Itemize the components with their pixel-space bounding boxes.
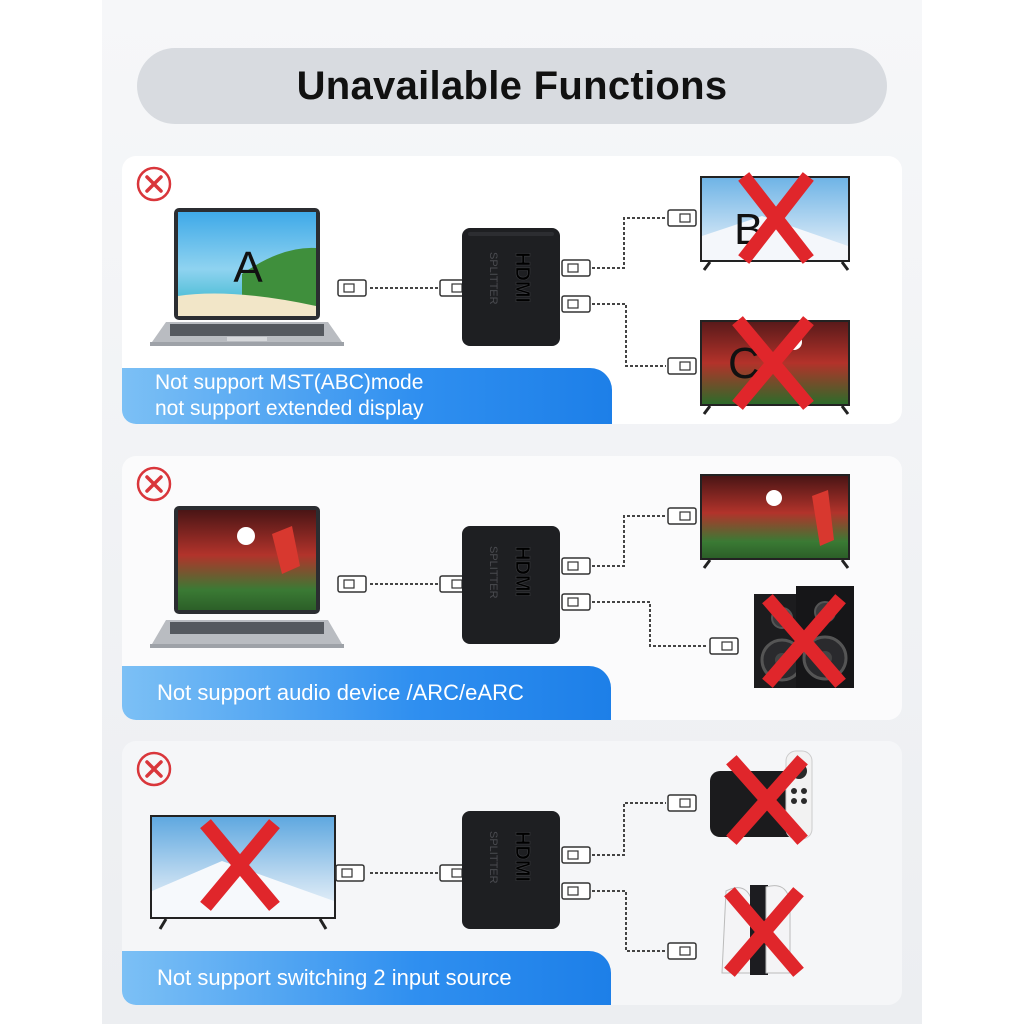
caption-line-2: not support extended display xyxy=(155,397,424,420)
splitter-logo: HDMI xyxy=(511,546,533,597)
laptop-icon xyxy=(150,506,344,648)
caption-line-1: Not support MST(ABC)mode xyxy=(155,371,424,394)
laptop-icon xyxy=(150,208,344,346)
panel-3-illustration: HDMI SPLITTER xyxy=(136,750,813,977)
splitter-logo: HDMI xyxy=(511,831,533,882)
hdmi-cable xyxy=(592,802,666,856)
source-letter-a: A xyxy=(233,243,263,292)
red-cross-icon xyxy=(762,594,846,688)
hdmi-splitter-icon xyxy=(462,526,560,644)
unavailable-x-icon xyxy=(136,166,172,202)
hdmi-cable xyxy=(592,303,666,367)
hdmi-plug-icon xyxy=(337,279,469,297)
red-cross-icon xyxy=(738,172,814,264)
splitter-label: SPLITTER xyxy=(487,252,499,305)
caption-switching-input: Not support switching 2 input source xyxy=(122,951,611,1005)
title-banner: Unavailable Functions xyxy=(137,48,887,124)
hdmi-plug-icon xyxy=(561,507,739,655)
panel-mst-mode: A HDMI SPLITTER xyxy=(122,156,902,424)
panel-2-illustration: HDMI SPLITTER xyxy=(136,466,854,688)
red-cross-icon xyxy=(724,887,804,977)
hdmi-cable xyxy=(592,217,666,269)
hdmi-splitter-icon xyxy=(462,811,560,929)
hdmi-plug-icon xyxy=(561,794,697,960)
hdmi-splitter-icon xyxy=(462,228,560,346)
splitter-label: SPLITTER xyxy=(487,546,499,599)
caption-audio-device: Not support audio device /ARC/eARC xyxy=(122,666,611,720)
panel-switching-input: HDMI SPLITTER xyxy=(122,741,902,1005)
hdmi-cable xyxy=(592,515,666,567)
splitter-logo: HDMI xyxy=(511,252,533,303)
red-cross-icon xyxy=(732,316,814,410)
caption-mst-mode: Not support MST(ABC)mode not support ext… xyxy=(122,368,612,424)
splitter-label: SPLITTER xyxy=(487,831,499,884)
page-title: Unavailable Functions xyxy=(296,63,728,108)
unavailable-x-icon xyxy=(136,466,172,502)
panel-audio-device: HDMI SPLITTER xyxy=(122,456,902,720)
unavailable-x-icon xyxy=(136,751,172,787)
red-cross-icon xyxy=(200,819,280,911)
tv-icon xyxy=(700,474,850,569)
hdmi-cable xyxy=(592,890,666,952)
tv-icon xyxy=(700,176,850,271)
red-cross-icon xyxy=(726,755,808,845)
hdmi-plug-icon xyxy=(561,209,697,375)
panel-1-illustration: A HDMI SPLITTER xyxy=(136,166,850,415)
hdmi-cable xyxy=(592,601,708,647)
